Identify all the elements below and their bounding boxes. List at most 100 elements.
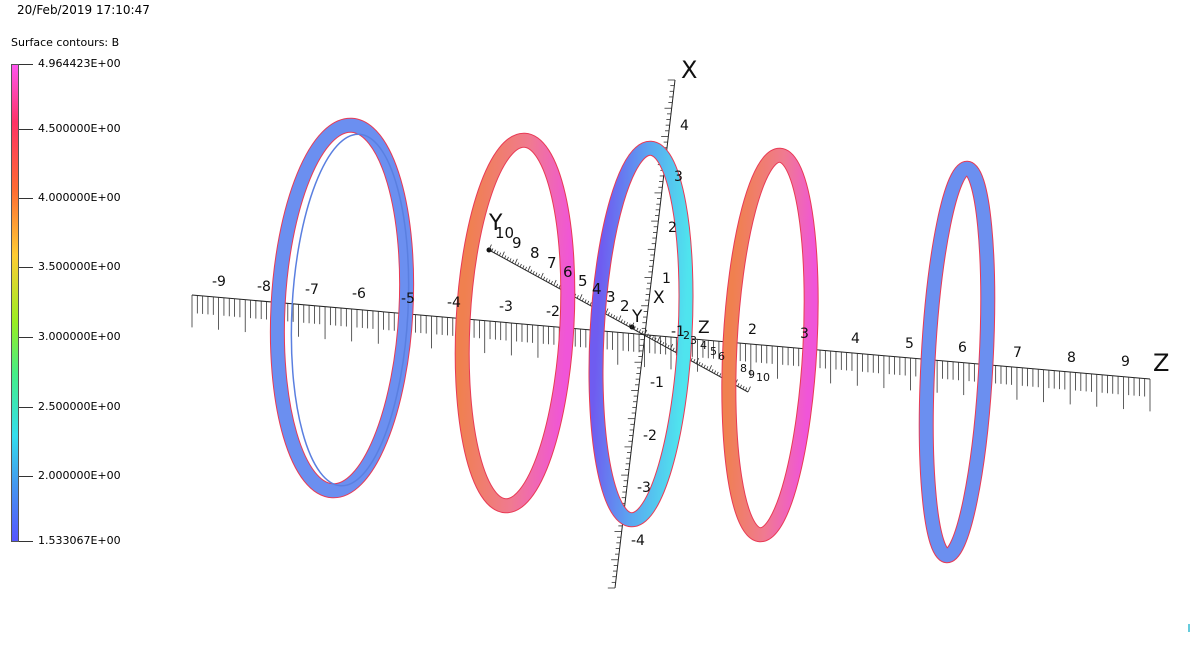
axis-tick bbox=[607, 312, 610, 316]
axis-tick bbox=[540, 272, 544, 279]
y-tick-label: 7 bbox=[547, 254, 557, 272]
x-tick-label: -3 bbox=[637, 480, 651, 496]
y-tick-label: 4 bbox=[592, 280, 602, 298]
axis-tick bbox=[716, 371, 719, 376]
legend-tick bbox=[19, 337, 33, 338]
axis-tick bbox=[745, 387, 748, 391]
axis-tick bbox=[527, 265, 531, 272]
axis-tick bbox=[742, 385, 745, 390]
axis-tick bbox=[633, 326, 636, 330]
z-tick-label: -7 bbox=[305, 282, 319, 298]
axis-tick bbox=[693, 359, 696, 363]
legend-label: 2.000000E+00 bbox=[38, 469, 121, 482]
origin-z-label: Z bbox=[698, 318, 710, 338]
y-tick-label: 2 bbox=[683, 329, 690, 342]
x-tick-label: -1 bbox=[650, 375, 664, 391]
axis-tick bbox=[550, 280, 553, 285]
legend-title: Surface contours: B bbox=[11, 36, 120, 49]
axis-tick bbox=[711, 368, 714, 373]
z-tick-label: -9 bbox=[212, 274, 226, 290]
z-axis-tick-labels: -9 -8 -7 -6 -5 -4 -3 -2 -1 2 3 4 5 6 7 8… bbox=[212, 274, 1130, 370]
axis-tick bbox=[623, 320, 626, 325]
y-axis-tick-labels: 10 9 8 7 6 5 4 3 2 2 3 4 5 6 8 9 10 bbox=[495, 224, 770, 384]
legend-label-min: 1.533067E+00 bbox=[38, 534, 121, 547]
coil-ring-3[interactable] bbox=[587, 140, 694, 528]
axis-tick bbox=[605, 308, 609, 315]
axis-tick bbox=[509, 258, 512, 262]
axis-tick bbox=[584, 299, 587, 303]
y-tick-label: 4 bbox=[700, 339, 707, 352]
axis-tick bbox=[530, 269, 533, 273]
axis-tick bbox=[649, 334, 652, 339]
legend-label: 2.500000E+00 bbox=[38, 400, 121, 413]
x-tick-label: 4 bbox=[680, 118, 689, 134]
axis-tick bbox=[579, 294, 583, 300]
z-axis-name: Z bbox=[1153, 349, 1169, 377]
z-tick-label: 2 bbox=[748, 322, 757, 338]
z-tick-label: 5 bbox=[905, 336, 914, 352]
z-tick-label: -6 bbox=[352, 286, 366, 302]
y-tick-label: 10 bbox=[756, 371, 770, 384]
y-tick-label: 6 bbox=[563, 263, 573, 281]
legend-label: 4.500000E+00 bbox=[38, 122, 121, 135]
z-tick-label: -1 bbox=[671, 324, 685, 340]
axis-tick bbox=[514, 258, 518, 265]
axis-tick bbox=[506, 256, 509, 261]
z-tick-label: -3 bbox=[499, 299, 513, 315]
y-axis bbox=[486, 244, 751, 393]
axis-tick bbox=[706, 366, 709, 370]
z-tick-label: 3 bbox=[800, 326, 809, 342]
axis-tick bbox=[662, 341, 665, 346]
y-tick-label: 5 bbox=[710, 345, 717, 358]
axis-tick bbox=[620, 319, 623, 323]
coil-ring-5[interactable] bbox=[918, 160, 996, 564]
x-tick-label: -2 bbox=[643, 428, 657, 444]
legend-tick bbox=[19, 267, 33, 268]
axis-tick bbox=[589, 302, 592, 306]
legend-tick bbox=[19, 476, 33, 477]
axis-tick bbox=[646, 333, 649, 337]
axis-tick bbox=[631, 322, 635, 329]
axis-tick bbox=[504, 255, 507, 259]
coil-ring-2[interactable] bbox=[453, 132, 576, 514]
legend-tick bbox=[19, 407, 33, 408]
y-tick-label: 10 bbox=[495, 224, 514, 242]
coil-ring-1[interactable] bbox=[269, 117, 418, 499]
axis-tick bbox=[698, 361, 701, 366]
axis-tick bbox=[641, 330, 644, 334]
axis-tick bbox=[638, 329, 641, 333]
coil-ring-4[interactable] bbox=[720, 147, 820, 543]
x-tick-label: 1 bbox=[662, 271, 671, 287]
axis-tick bbox=[558, 285, 561, 289]
axis-tick bbox=[636, 327, 639, 332]
axis-tick bbox=[625, 322, 628, 326]
z-tick-label: 7 bbox=[1013, 345, 1022, 361]
legend-label: 3.000000E+00 bbox=[38, 330, 121, 343]
axis-tick bbox=[695, 358, 699, 364]
axis-tick bbox=[545, 278, 548, 282]
axis-tick bbox=[511, 259, 515, 263]
y-tick-label: 5 bbox=[578, 272, 588, 290]
axis-tick bbox=[654, 337, 657, 342]
axis-tick bbox=[667, 344, 670, 349]
axis-tick bbox=[543, 276, 546, 280]
z-tick-label: 8 bbox=[1067, 350, 1076, 366]
y-tick-label: 3 bbox=[606, 288, 616, 306]
axis-tick bbox=[669, 343, 674, 350]
z-tick-label: 4 bbox=[851, 331, 860, 347]
axis-tick bbox=[701, 363, 704, 367]
axis-tick bbox=[644, 329, 648, 336]
axis-tick bbox=[708, 365, 712, 371]
origin-y-label: Y bbox=[631, 307, 643, 327]
origin-x-label: X bbox=[653, 288, 665, 308]
axis-tick bbox=[517, 262, 520, 266]
axis-tick bbox=[555, 283, 559, 288]
z-axis-ticks bbox=[191, 295, 1151, 412]
axis-tick bbox=[532, 270, 535, 275]
z-tick-label: 9 bbox=[1121, 354, 1130, 370]
axis-tick bbox=[612, 314, 616, 319]
axis-tick bbox=[664, 343, 667, 347]
axis-tick bbox=[659, 340, 662, 344]
